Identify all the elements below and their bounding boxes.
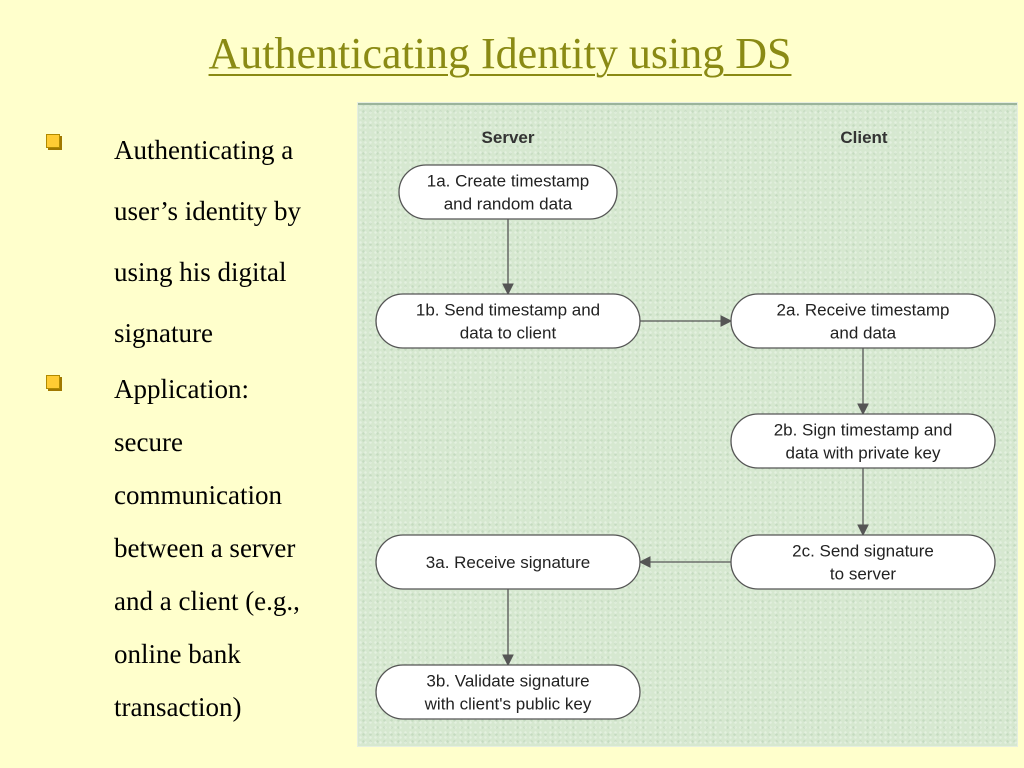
node-label: 2b. Sign timestamp and	[774, 421, 953, 440]
node-label: with client's public key	[424, 695, 592, 714]
node-box	[730, 534, 996, 590]
bullet-line: user’s identity by	[114, 196, 301, 226]
node-2c: 2c. Send signature to server	[730, 534, 996, 590]
node-label: 2c. Send signature	[792, 542, 934, 561]
node-label: and random data	[444, 195, 573, 214]
node-label: to server	[830, 565, 896, 584]
server-column-header: Server	[482, 128, 535, 147]
node-label: data to client	[460, 324, 557, 343]
bullet-line: communication	[114, 480, 282, 510]
node-3b: 3b. Validate signature with client's publ…	[375, 664, 641, 720]
node-label: 2a. Receive timestamp	[777, 301, 950, 320]
bullet-line: Authenticating a	[114, 135, 294, 165]
checkbox-bullet-icon	[46, 134, 60, 148]
bullet-authenticating: Authenticating a user’s identity by usin…	[46, 120, 356, 364]
bullet-line: secure	[114, 427, 183, 457]
node-box	[730, 413, 996, 469]
checkbox-bullet-icon	[46, 375, 60, 389]
node-box	[375, 664, 641, 720]
bullet-list: Authenticating a user’s identity by usin…	[46, 120, 356, 734]
node-label: and data	[830, 324, 897, 343]
node-2a: 2a. Receive timestamp and data	[730, 293, 996, 349]
node-label: 3a. Receive signature	[426, 553, 590, 572]
node-box	[730, 293, 996, 349]
bullet-line: between a server	[114, 533, 296, 563]
node-box	[375, 534, 641, 590]
bullet-line: online bank	[114, 639, 241, 669]
node-1a: 1a. Create timestamp and random data	[398, 164, 618, 220]
node-label: data with private key	[786, 444, 941, 463]
node-box	[398, 164, 618, 220]
bullet-line: Application:	[114, 374, 249, 404]
client-column-header: Client	[840, 128, 888, 147]
node-box	[375, 293, 641, 349]
flow-diagram-figure: Server Client 1a. Create timestamp and ra…	[358, 103, 1017, 746]
node-label: 1b. Send timestamp and	[416, 301, 600, 320]
bullet-application: Application: secure communication betwee…	[46, 363, 356, 734]
bullet-line: transaction)	[114, 692, 242, 722]
node-label: 3b. Validate signature	[426, 672, 589, 691]
bullet-line: and a client (e.g.,	[114, 586, 300, 616]
node-label: 1a. Create timestamp	[427, 172, 590, 191]
node-2b: 2b. Sign timestamp and data with private …	[730, 413, 996, 469]
node-3a: 3a. Receive signature	[375, 534, 641, 590]
bullet-line: using his digital	[114, 257, 287, 287]
flow-diagram: Server Client 1a. Create timestamp and ra…	[375, 128, 996, 720]
bullet-line: signature	[114, 318, 213, 348]
slide-title: Authenticating Identity using DS	[208, 29, 792, 78]
node-1b: 1b. Send timestamp and data to client	[375, 293, 641, 349]
